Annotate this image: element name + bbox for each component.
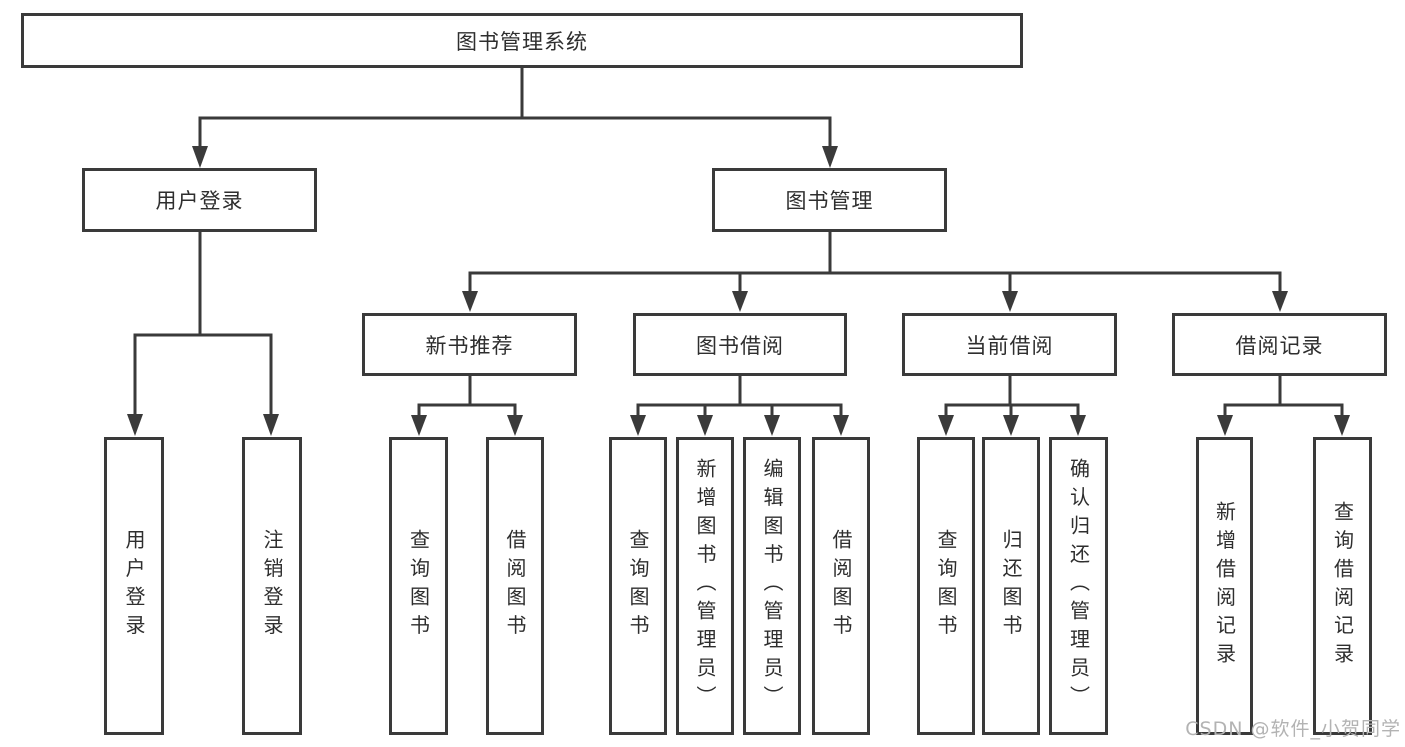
user-login-connector (133, 232, 273, 418)
leaf-borrow-books: 借阅图书 (812, 437, 870, 735)
arrowheads (127, 146, 1350, 436)
node-label: 查询图书 (406, 529, 431, 643)
node-label: 查询借阅记录 (1330, 500, 1355, 672)
csdn-watermark: CSDN @软件_小贺同学 (1185, 718, 1401, 740)
node-label: 图书管理系统 (456, 29, 588, 54)
node-label: 新书推荐 (425, 333, 514, 358)
node-label: 确认归还（管理员） (1066, 458, 1091, 714)
current-borrowing-connector (944, 376, 1080, 419)
node-label: 查询图书 (626, 529, 650, 643)
book-management-connector (468, 232, 1282, 294)
leaf-edit-books-admin: 编辑图书（管理员） (743, 437, 801, 735)
book-borrowing-connector (636, 376, 843, 419)
leaf-query-borrow-record: 查询借阅记录 (1313, 437, 1372, 735)
borrowing-records-connector (1223, 376, 1344, 419)
leaf-confirm-return-admin: 确认归还（管理员） (1049, 437, 1108, 735)
leaf-add-books-admin: 新增图书（管理员） (676, 437, 734, 735)
node-label: 查询图书 (934, 529, 958, 643)
leaf-borrow-books-recommend: 借阅图书 (486, 437, 544, 735)
node-label: 新增图书（管理员） (693, 458, 717, 714)
node-label: 图书管理 (785, 189, 874, 213)
node-library-management-system: 图书管理系统 (21, 13, 1023, 68)
node-label: 用户登录 (155, 189, 244, 213)
node-current-borrowing: 当前借阅 (902, 313, 1117, 376)
node-borrowing-records: 借阅记录 (1172, 313, 1387, 376)
node-label: 图书借阅 (696, 333, 784, 358)
leaf-user-login: 用户登录 (104, 437, 164, 735)
node-label: 用户登录 (122, 529, 146, 643)
node-label: 当前借阅 (965, 333, 1054, 358)
node-book-borrowing: 图书借阅 (633, 313, 847, 376)
root-connector (198, 68, 832, 148)
node-label: 注销登录 (260, 529, 284, 643)
leaf-query-books-recommend: 查询图书 (389, 437, 448, 735)
node-user-login: 用户登录 (82, 168, 317, 232)
leaf-logout: 注销登录 (242, 437, 302, 735)
leaf-add-borrow-record: 新增借阅记录 (1196, 437, 1253, 735)
leaf-query-books-borrow: 查询图书 (609, 437, 667, 735)
node-label: 借阅图书 (829, 529, 853, 643)
node-label: 借阅图书 (503, 529, 527, 643)
node-label: 归还图书 (999, 529, 1023, 643)
node-label: 新增借阅记录 (1212, 500, 1237, 672)
node-new-book-recommendation: 新书推荐 (362, 313, 577, 376)
new-book-rec-connector (417, 376, 517, 419)
node-label: 借阅记录 (1235, 333, 1324, 358)
node-book-management: 图书管理 (712, 168, 947, 232)
node-label: 编辑图书（管理员） (760, 458, 784, 714)
leaf-query-books-current: 查询图书 (917, 437, 975, 735)
leaf-return-books: 归还图书 (982, 437, 1040, 735)
